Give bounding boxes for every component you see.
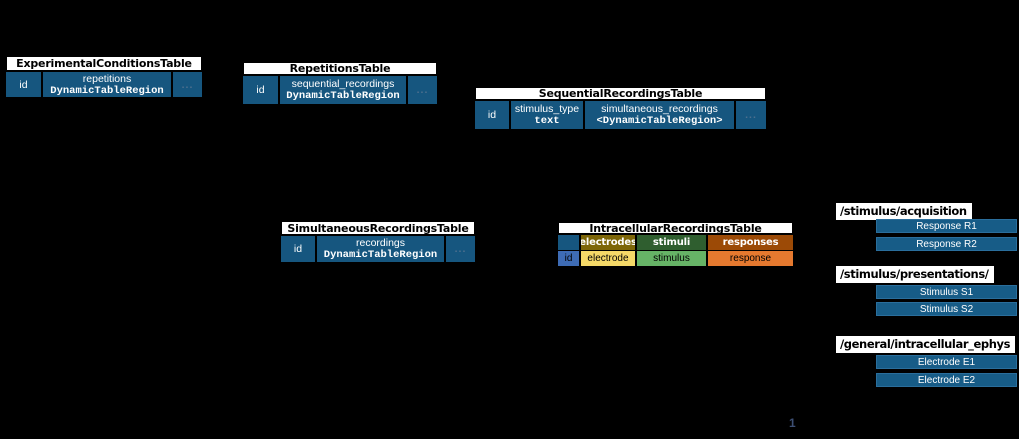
sequential-recordings-table: SequentialRecordingsTable id stimulus_type… <box>475 87 766 129</box>
hierarchy-item-box: Response R2 <box>876 237 1017 251</box>
column-name: ... <box>181 78 194 91</box>
column-type: DynamicTableRegion <box>286 90 400 102</box>
column-name: stimulus_type <box>514 103 580 115</box>
repetitions-table-title: RepetitionsTable <box>243 62 437 75</box>
column_row-cell-stimulus: stimulus <box>637 251 706 266</box>
hierarchy-item-box: Response R1 <box>876 219 1017 233</box>
hierarchy-item-box: Stimulus S1 <box>876 285 1017 299</box>
column-name: simultaneous_recordings <box>601 103 718 115</box>
column-name: id <box>293 243 303 255</box>
repetitions-table-cell-more: ... <box>408 76 437 104</box>
column-name: repetitions <box>82 72 132 85</box>
hierarchy-item-box: Electrode E2 <box>876 373 1017 387</box>
sequential-recordings-table-cell-simultaneous_recordings: simultaneous_recordings<DynamicTableRegi… <box>585 101 734 129</box>
column-type: text <box>534 115 560 127</box>
simultaneous-recordings-table-title: SimultaneousRecordingsTable <box>281 221 475 235</box>
column-name: ... <box>745 109 757 121</box>
column_row-cell-response: response <box>708 251 793 266</box>
column-name: id <box>19 78 28 91</box>
experimental-conditions-table-title: ExperimentalConditionsTable <box>6 56 202 71</box>
hierarchy-group-label: /general/intracellular_ephys <box>836 336 1016 353</box>
column-name: ... <box>416 84 429 96</box>
column-name: sequential_recordings <box>291 78 395 90</box>
sequential-recordings-table-cell-more: ... <box>736 101 766 129</box>
hierarchy-group-label: /stimulus/presentations/ <box>836 266 994 283</box>
repetitions-table-cell-id: id <box>243 76 278 104</box>
hierarchy-group-label: /stimulus/acquisition <box>836 203 972 220</box>
category_row-cell-responses: responses <box>708 235 793 250</box>
column_row-cell-electrode: electrode <box>581 251 635 266</box>
experimental-conditions-table: ExperimentalConditionsTable id repetitions… <box>6 56 202 97</box>
sequential-recordings-table-title: SequentialRecordingsTable <box>475 87 766 100</box>
column-type: DynamicTableRegion <box>323 249 438 261</box>
column-name: id <box>256 84 265 96</box>
page-number: 1 <box>789 416 796 430</box>
intracellular-recordings-table-title: IntracellularRecordingsTable <box>558 222 793 235</box>
simultaneous-recordings-table-cell-more: ... <box>446 236 475 262</box>
experimental-conditions-table-cell-more: ... <box>173 72 202 97</box>
column-name: id <box>487 109 497 121</box>
column-name: ... <box>454 243 467 255</box>
column-name: recordings <box>355 237 406 249</box>
simultaneous-recordings-table-cell-id: id <box>281 236 315 262</box>
hierarchy-item-box: Stimulus S2 <box>876 302 1017 316</box>
column-type: <DynamicTableRegion> <box>596 115 723 127</box>
category_row-cell-stimuli: stimuli <box>637 235 706 250</box>
category_row-cell-electrodes: electrodes <box>581 235 635 250</box>
column_row-cell-id: id <box>558 251 579 266</box>
column-type: DynamicTableRegion <box>50 84 164 97</box>
hierarchy-item-box: Electrode E1 <box>876 355 1017 369</box>
sequential-recordings-table-cell-id: id <box>475 101 509 129</box>
category_row-cell-blank <box>558 235 579 250</box>
experimental-conditions-table-cell-id: id <box>6 72 41 97</box>
